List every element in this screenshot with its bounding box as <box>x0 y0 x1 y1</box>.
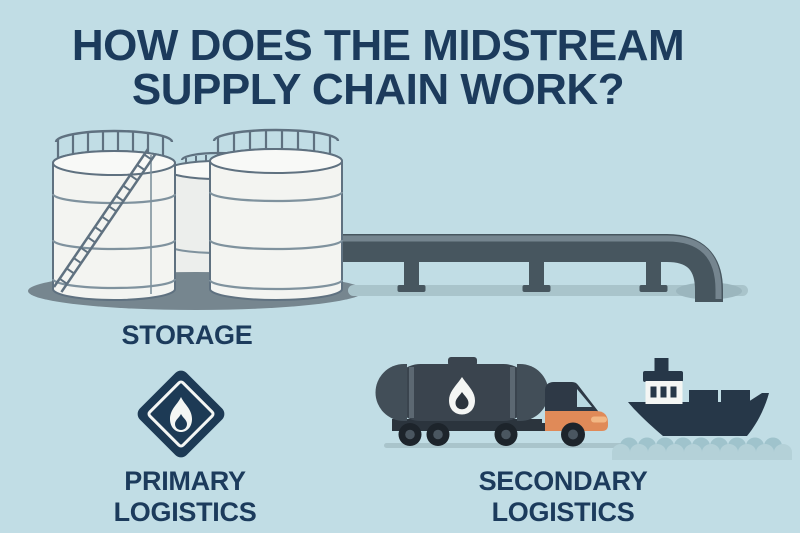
cab-window <box>577 389 592 407</box>
storage-tanks-illustration <box>28 128 748 310</box>
tank-staircase <box>52 148 157 293</box>
cabin-windows <box>650 386 677 398</box>
headlight <box>591 416 607 423</box>
deck-containers <box>689 390 750 404</box>
ship-funnel <box>643 371 683 382</box>
left-tank-bands <box>51 193 177 290</box>
tanker-truck-icon <box>375 357 622 448</box>
title-line-1: HOW DOES THE MIDSTREAM <box>71 21 685 70</box>
primary-label-line-1: PRIMARY <box>124 466 246 496</box>
cargo-ship-icon <box>612 358 792 460</box>
flammable-diamond-icon <box>137 370 225 458</box>
pipe <box>336 234 723 302</box>
flame-icon <box>170 397 192 432</box>
ship-mast <box>654 358 669 375</box>
pipe-highlight <box>336 235 722 299</box>
primary-label-line-2: LOGISTICS <box>113 497 257 528</box>
right-storage-tank <box>208 128 344 301</box>
truck-cab <box>545 382 608 431</box>
primary-logistics-label: PRIMARY LOGISTICS <box>35 466 335 528</box>
page-title: HOW DOES THE MIDSTREAM SUPPLY CHAIN WORK… <box>0 24 756 112</box>
storage-label: STORAGE <box>121 320 253 350</box>
secondary-logistics-label: SECONDARY LOGISTICS <box>478 466 648 528</box>
tank-hatch <box>448 357 477 366</box>
right-tank-bands <box>208 191 344 291</box>
truck-wheels <box>398 422 585 447</box>
right-tank-railing <box>216 130 332 155</box>
droplet-icon <box>449 377 475 415</box>
left-storage-tank <box>51 129 177 301</box>
pipeline-supports <box>397 258 668 292</box>
waves <box>612 437 792 460</box>
pipeline-illustration <box>336 234 723 302</box>
title-line-2: SUPPLY CHAIN WORK? <box>131 65 625 114</box>
